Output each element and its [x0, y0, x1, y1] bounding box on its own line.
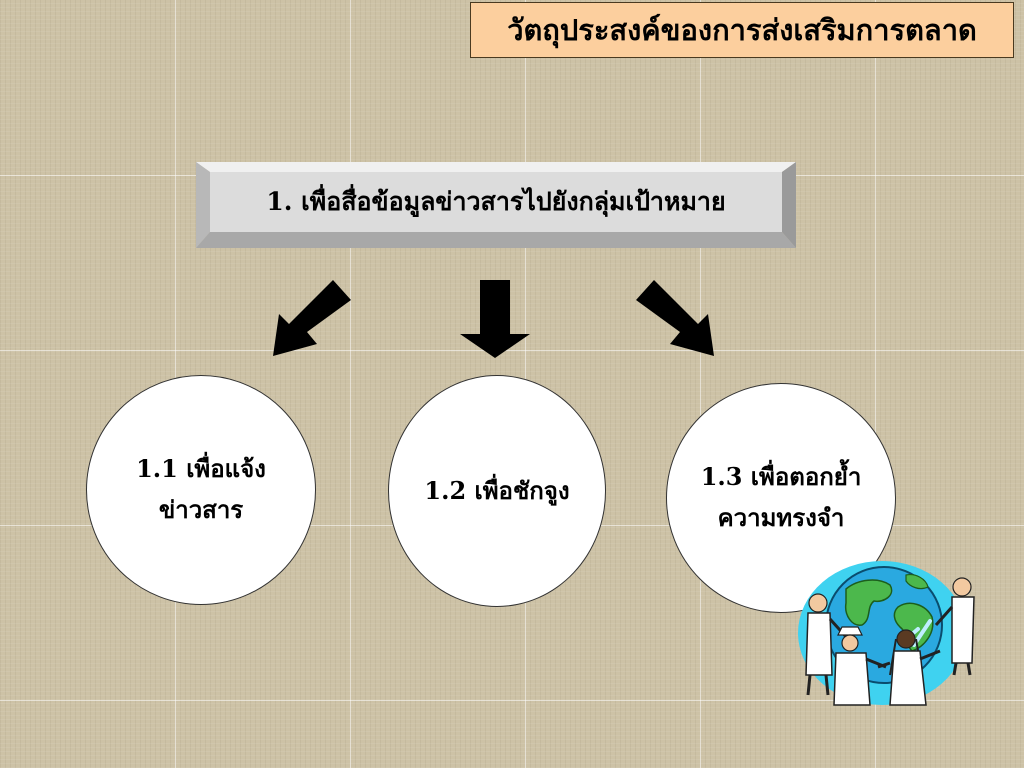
slide-title: วัตถุประสงค์ของการส่งเสริมการตลาด — [470, 2, 1014, 58]
grid-line — [0, 700, 1024, 701]
down-arrow-icon — [460, 280, 530, 358]
down-left-arrow-icon — [273, 280, 351, 356]
globe-people-clipart-icon — [798, 561, 975, 706]
banner-bevel-shape — [196, 162, 796, 248]
sub-objective-3-line1: 1.3 เพื่อตอกย้ำ — [700, 462, 862, 492]
grid-line — [700, 0, 701, 768]
grid-line — [350, 0, 351, 768]
grid-line — [0, 350, 1024, 351]
main-objective-banner: 1. เพื่อสื่อข้อมูลข่าวสารไปยังกลุ่มเป้าห… — [196, 162, 796, 248]
down-right-arrow-icon — [636, 280, 714, 356]
sub-objective-1-line1: 1.1 เพื่อแจ้ง — [136, 454, 266, 484]
sub-objective-circle-1: 1.1 เพื่อแจ้ง ข่าวสาร — [86, 375, 316, 605]
sub-objective-1-line2: ข่าวสาร — [158, 495, 244, 524]
sub-objective-2-line1: 1.2 เพื่อชักจูง — [424, 475, 570, 505]
grid-line — [875, 0, 876, 768]
main-objective-text: 1. เพื่อสื่อข้อมูลข่าวสารไปยังกลุ่มเป้าห… — [266, 187, 726, 216]
sub-objective-circle-2: 1.2 เพื่อชักจูง — [388, 375, 606, 607]
sub-objective-3-line2: ความทรงจำ — [717, 503, 845, 532]
